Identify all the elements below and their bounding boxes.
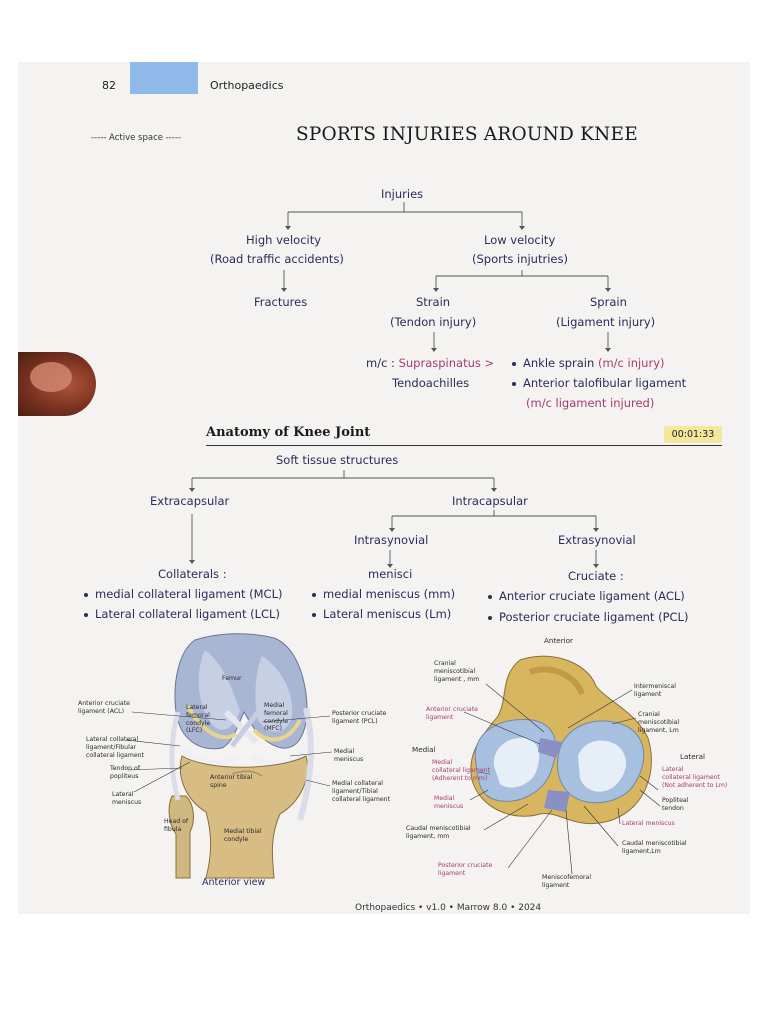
meniscus-item: medial meniscus (mm) <box>312 587 455 601</box>
strain-mc-line: m/c : Supraspinatus > <box>366 356 494 370</box>
strain-label: Strain <box>416 295 451 309</box>
mcl-text: medial collateral ligament (MCL) <box>95 587 283 601</box>
label-lcl-left: Lateral collateral ligament/Fibular coll… <box>86 736 145 759</box>
page-title: SPORTS INJURIES AROUND KNEE <box>296 124 638 145</box>
section-heading: Anatomy of Knee Joint <box>206 425 371 440</box>
label-lfc: Lateral femoral condyle (LFC) <box>186 704 211 735</box>
collateral-item: medial collateral ligament (MCL) <box>84 587 282 601</box>
label-pcl-right: Posterior cruciate ligament <box>438 862 493 877</box>
label-medial-meniscus-right: Medial meniscus <box>434 795 464 810</box>
lcl-text: Lateral collateral ligament (LCL) <box>95 607 280 621</box>
cruciate-item: Anterior cruciate ligament (ACL) <box>488 589 685 603</box>
label-medial: Medial <box>412 745 436 754</box>
label-med-tibial-condyle: Medial tibial condyle <box>224 828 262 843</box>
strain-mc-value: Supraspinatus > <box>398 356 495 370</box>
figure-caption-left: Anterior view <box>202 877 266 888</box>
label-femur: Femur <box>222 675 242 682</box>
pcl-text: Posterior cruciate ligament (PCL) <box>499 610 689 624</box>
acl-text: Anterior cruciate ligament (ACL) <box>499 589 685 603</box>
sprain-b2-text: Anterior talofibular ligament <box>523 376 687 390</box>
tree-root-injuries: Injuries <box>381 187 424 201</box>
extrasynovial-label: Extrasynovial <box>558 533 636 547</box>
label-cranial-mm: Cranial meniscotibial ligament , mm <box>434 660 480 683</box>
strain-mc-line2: Tendoachilles <box>392 376 470 390</box>
chapter-tab <box>130 62 198 94</box>
page-footer: Orthopaedics • v1.0 • Marrow 8.0 • 2024 <box>355 903 542 913</box>
section-rule <box>206 445 722 446</box>
running-header: Orthopaedics <box>210 79 284 92</box>
sprain-bullet-1: Ankle sprain (m/c injury) <box>512 356 664 370</box>
label-lat-meniscus-right: Lateral meniscus <box>622 820 675 827</box>
low-velocity-sub: (Sports injutries) <box>472 252 568 266</box>
high-velocity-label: High velocity <box>246 233 322 247</box>
label-cranial-lm: Cranial meniscotibial ligament, Lm <box>638 711 680 734</box>
label-lat-meniscus-left: Lateral meniscus <box>112 791 142 806</box>
menisci-label: menisci <box>368 567 413 581</box>
label-popliteal-tendon: Popliteal tendon <box>662 797 689 812</box>
sprain-bullet-2: Anterior talofibular ligament <box>512 376 686 390</box>
sprain-sub: (Ligament injury) <box>556 315 656 329</box>
label-medial-collateral: Medial collateral ligament (Adherent to … <box>432 759 491 782</box>
sprain-b1-note: (m/c injury) <box>597 356 665 370</box>
intracapsular-label: Intracapsular <box>452 494 528 508</box>
cruciate-item: Posterior cruciate ligament (PCL) <box>488 610 688 624</box>
label-mfc: Medial femoral condyle (MFC) <box>264 702 289 733</box>
label-lateral-collateral: Lateral collateral ligament (Not adheren… <box>662 766 728 789</box>
label-intermeniscal: Intermeniscal ligament <box>634 683 677 698</box>
active-space-label: ----- Active space ----- <box>91 133 182 143</box>
sprain-label: Sprain <box>590 295 627 309</box>
extracapsular-label: Extracapsular <box>150 494 230 508</box>
collateral-item: Lateral collateral ligament (LCL) <box>84 607 280 621</box>
low-velocity-label: Low velocity <box>484 233 556 247</box>
high-velocity-sub: (Road traffic accidents) <box>210 252 344 266</box>
label-acl-right: Anterior cruciate ligament <box>426 706 478 721</box>
label-acl-left: Anterior cruciate ligament (ACL) <box>78 700 130 715</box>
intrasynovial-label: Intrasynovial <box>354 533 429 547</box>
label-caudal-mm: Caudal meniscotibial ligament, mm <box>406 825 471 840</box>
label-meniscofemoral: Meniscofemoral ligament <box>542 874 592 889</box>
cruciate-label: Cruciate : <box>568 569 624 583</box>
fractures-label: Fractures <box>254 295 308 309</box>
label-caudal-lm: Caudal meniscotibial ligament,Lm <box>622 840 687 855</box>
strain-mc-prefix: m/c : <box>366 356 399 370</box>
video-timestamp[interactable]: 00:01:33 <box>664 426 722 443</box>
label-med-meniscus-left: Medial meniscus <box>334 748 364 763</box>
label-lateral: Lateral <box>680 752 706 761</box>
label-head-fibula: Head of fibula <box>164 818 189 833</box>
sprain-b2-sub: (m/c ligament injured) <box>526 396 655 410</box>
thumb-nail <box>30 362 72 392</box>
lm-text: Lateral meniscus (Lm) <box>323 607 452 621</box>
label-ant-tibial-spine: Anterior tibial spine <box>210 774 253 789</box>
label-pcl-left: Posterior cruciate ligament (PCL) <box>332 710 387 725</box>
collaterals-label: Collaterals : <box>158 567 227 581</box>
anatomy-root: Soft tissue structures <box>276 453 399 467</box>
sprain-b1-text: Ankle sprain <box>523 356 598 370</box>
label-anterior: Anterior <box>544 636 574 645</box>
meniscus-item: Lateral meniscus (Lm) <box>312 607 451 621</box>
strain-sub: (Tendon injury) <box>390 315 477 329</box>
page-number: 82 <box>102 79 116 92</box>
mm-text: medial meniscus (mm) <box>323 587 456 601</box>
label-mcl-left: Medial collateral ligament/Tibial collat… <box>332 780 391 803</box>
label-popliteus: Tendon of popliteus <box>110 765 141 780</box>
